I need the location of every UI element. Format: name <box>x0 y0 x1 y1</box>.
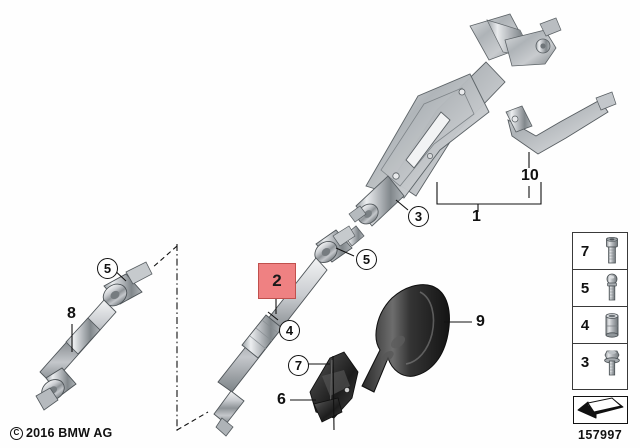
intermediate-shaft-art <box>35 261 153 411</box>
rubber-boot-art <box>361 284 450 393</box>
steering-column-housing-art <box>343 13 562 247</box>
callout-8[interactable]: 8 <box>67 306 76 322</box>
callout-1-label: 1 <box>472 208 481 225</box>
copyright-text: 2016 BMW AG <box>26 426 113 440</box>
callout-9[interactable]: 9 <box>476 314 485 330</box>
reference-lines <box>71 152 542 432</box>
callout-8-label: 8 <box>67 305 76 322</box>
parts-legend-panel: 7 5 <box>572 232 628 390</box>
legend-number-7: 7 <box>580 242 590 260</box>
callout-5b-label: 5 <box>362 252 371 267</box>
callout-1[interactable]: 1 <box>472 209 481 225</box>
steering-shaft-art <box>213 225 356 437</box>
legend-row-5[interactable]: 5 <box>573 270 627 307</box>
callout-4-label: 4 <box>285 323 294 338</box>
bent-arrow-icon <box>573 396 628 424</box>
ball-stud-bolt-icon <box>597 270 627 306</box>
callout-7[interactable]: 7 <box>288 355 309 376</box>
socket-head-cap-screw-icon <box>597 233 627 269</box>
callout-7-label: 7 <box>294 358 303 373</box>
callout-5a-label: 5 <box>103 261 112 276</box>
callout-5-upper-joint[interactable]: 5 <box>97 258 118 279</box>
callout-6-label: 6 <box>277 391 286 408</box>
cylindrical-sleeve-bush-icon <box>597 307 627 343</box>
diagram-number: 157997 <box>578 428 623 442</box>
callout-3[interactable]: 3 <box>408 206 429 227</box>
support-bracket-art <box>505 91 617 155</box>
callout-6[interactable]: 6 <box>277 392 286 408</box>
legend-number-4: 4 <box>580 316 590 334</box>
copyright-notice: C 2016 BMW AG <box>10 426 112 440</box>
hex-flange-bolt-icon <box>597 344 627 381</box>
trim-shield-art <box>309 351 359 431</box>
highlighted-part-2[interactable]: 2 <box>258 263 296 299</box>
callout-10[interactable]: 10 <box>521 168 539 184</box>
highlight-label: 2 <box>272 271 282 290</box>
legend-number-5: 5 <box>580 279 590 297</box>
copyright-icon: C <box>10 426 23 440</box>
callout-3-label: 3 <box>414 209 423 224</box>
legend-row-4[interactable]: 4 <box>573 307 627 344</box>
callout-10-label: 10 <box>521 167 539 184</box>
callout-9-label: 9 <box>476 313 485 330</box>
callout-5-shaft-joint[interactable]: 5 <box>356 249 377 270</box>
callout-4[interactable]: 4 <box>279 320 300 341</box>
legend-number-3: 3 <box>580 354 590 371</box>
legend-row-3[interactable]: 3 <box>573 344 627 381</box>
legend-row-7[interactable]: 7 <box>573 233 627 270</box>
